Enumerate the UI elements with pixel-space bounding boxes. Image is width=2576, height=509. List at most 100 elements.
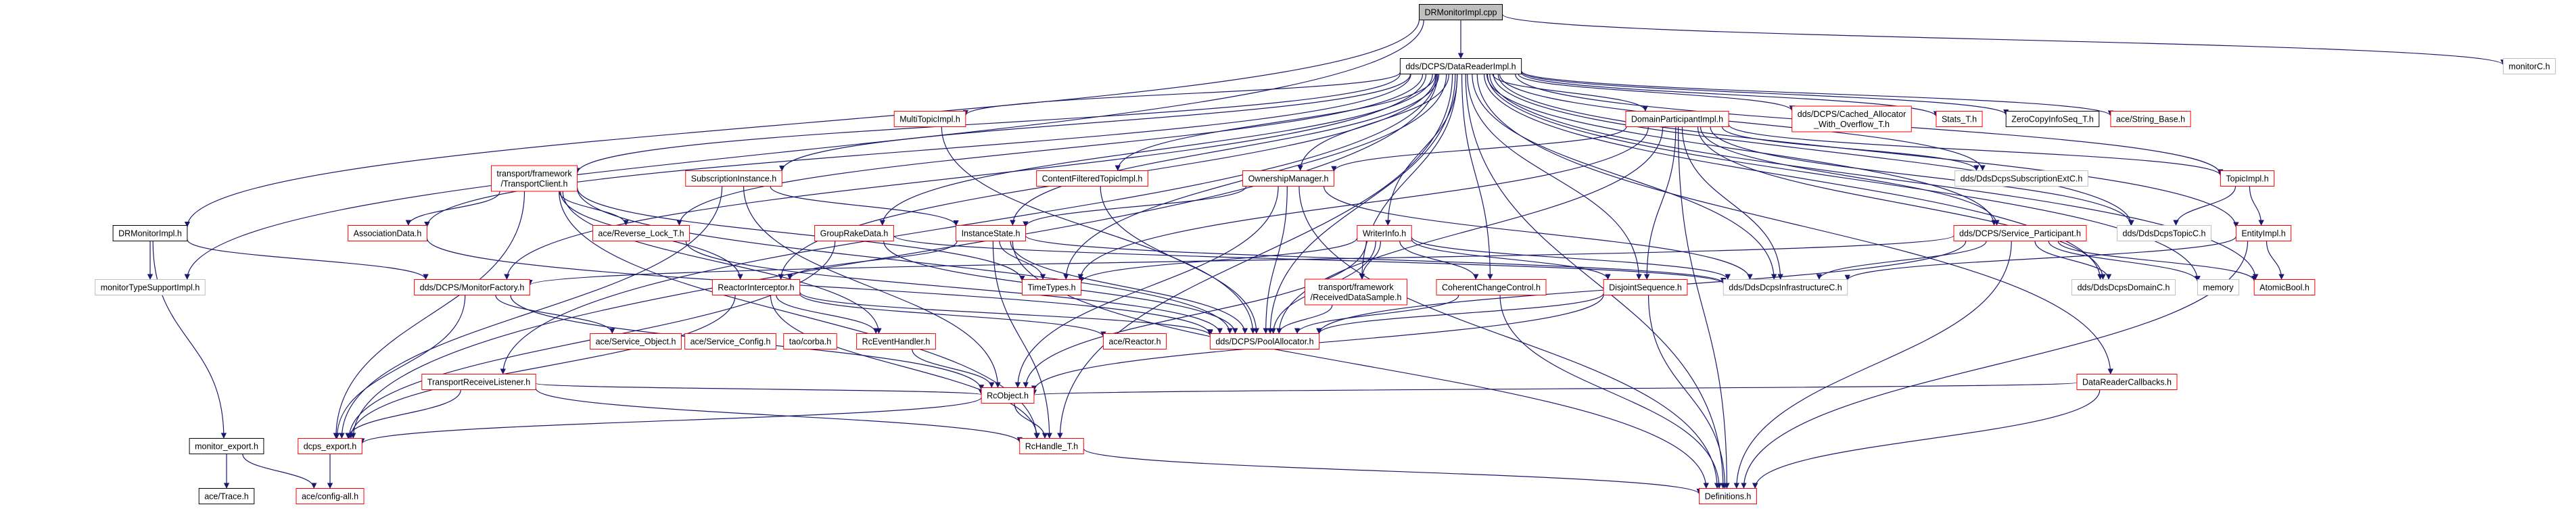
edge-datareader-to-reverse-lock (676, 74, 1424, 226)
edge-instancestate-to-reactorint (787, 241, 958, 280)
node-box (684, 333, 776, 349)
edge-datareader-to-topicC (1493, 74, 2134, 226)
edge-root-to-mon-support (184, 20, 1424, 280)
node-coherent[interactable]: CoherentChangeControl.h (1436, 279, 1547, 295)
node-subscription[interactable]: SubscriptionInstance.h (685, 170, 782, 187)
node-topicC: dds/DdsDcpsTopicC.h (2117, 225, 2211, 241)
node-disjoint[interactable]: DisjointSequence.h (1603, 279, 1688, 295)
node-reverse-lock[interactable]: ace/Reverse_Lock_T.h (592, 225, 690, 241)
edge-reactorint-to-ace-reactor (799, 293, 1106, 337)
node-box (814, 225, 894, 241)
node-reactorint[interactable]: ReactorInterceptor.h (711, 279, 801, 295)
node-box (592, 225, 690, 241)
node-box (2220, 170, 2275, 187)
node-ace-service-cfg[interactable]: ace/Service_Config.h (684, 333, 776, 349)
node-box (348, 225, 427, 241)
edge-service-part-to-domainC (2034, 241, 2112, 280)
node-dcps-export[interactable]: dcps_export.h (298, 438, 362, 454)
edge-rcobject-to-dcps-export (359, 397, 982, 444)
node-domainpart[interactable]: DomainParticipantImpl.h (1625, 111, 1729, 127)
node-multitopic[interactable]: MultiTopicImpl.h (893, 111, 966, 127)
edge-datareader-to-association (424, 74, 1411, 228)
node-service-part[interactable]: dds/DCPS/Service_Participant.h (1953, 225, 2087, 241)
node-cft[interactable]: ContentFilteredTopicImpl.h (1036, 170, 1148, 187)
edge-datareader-to-instancestate (1010, 74, 1440, 226)
node-ace-config[interactable]: ace/config-all.h (296, 488, 365, 504)
node-label: TimeTypes.h (1027, 283, 1075, 293)
edge-reverse-lock-to-poolalloc (685, 241, 1223, 334)
node-association[interactable]: AssociationData.h (348, 225, 427, 241)
node-label: transport/framework (1318, 283, 1394, 292)
node-topicimpl[interactable]: TopicImpl.h (2220, 170, 2275, 187)
node-label: TransportReceiveListener.h (427, 378, 530, 387)
node-box (783, 333, 837, 349)
node-groupreke[interactable]: GroupRakeData.h (814, 225, 894, 241)
node-zerocopy[interactable]: ZeroCopyInfoSeq_T.h (2005, 111, 2100, 127)
node-atomicbool[interactable]: AtomicBool.h (2253, 279, 2316, 295)
node-monitorfactory[interactable]: dds/DCPS/MonitorFactory.h (414, 279, 530, 295)
node-cached-alloc[interactable]: dds/DCPS/Cached_Allocator_With_Overflow_… (1792, 105, 1912, 132)
edge-domainpart-to-infra (1681, 126, 1783, 280)
node-box (2071, 279, 2176, 295)
node-rcobject[interactable]: RcObject.h (981, 387, 1035, 404)
edge-datareader-to-cached-alloc (1518, 74, 1795, 112)
node-box (2005, 111, 2100, 127)
edge-transport-client-to-timetypes (576, 187, 1025, 282)
node-ace-reactor[interactable]: ace/Reactor.h (1102, 333, 1167, 349)
edge-datareader-to-groupreke (879, 74, 1433, 226)
node-label: RcHandle_T.h (1025, 442, 1079, 452)
node-label: tao/corba.h (789, 337, 832, 347)
node-label: AssociationData.h (354, 229, 422, 239)
edge-datareader-to-domainpart (1492, 74, 1648, 112)
node-instancestate[interactable]: InstanceState.h (956, 225, 1026, 241)
edge-transport-recv-to-dcps-export (345, 389, 461, 439)
node-ownership[interactable]: OwnershipManager.h (1242, 170, 1334, 187)
node-label: OwnershipManager.h (1248, 174, 1329, 184)
edge-drmonitorimpl-h-to-monitor-export (152, 241, 227, 439)
node-received-ds[interactable]: transport/framework/ReceivedDataSample.h (1305, 278, 1407, 306)
edge-disjoint-to-definitions (1647, 295, 1728, 489)
node-entityimpl[interactable]: EntityImpl.h (2235, 225, 2292, 241)
node-rceventhandler[interactable]: RcEventHandler.h (856, 333, 936, 349)
edge-datareader-cb-to-rcobject (1032, 382, 2078, 396)
node-tao-corba[interactable]: tao/corba.h (783, 333, 837, 349)
node-datareader-cb[interactable]: DataReaderCallbacks.h (2076, 374, 2178, 390)
node-rchandle[interactable]: RcHandle_T.h (1019, 438, 1084, 454)
node-string-base[interactable]: ace/String_Base.h (2110, 111, 2191, 127)
node-box (298, 438, 362, 454)
node-label: RcObject.h (987, 391, 1029, 401)
node-drmonitorimpl-h[interactable]: DRMonitorImpl.h (112, 225, 188, 241)
node-box (1603, 279, 1688, 295)
node-box (1936, 111, 1983, 127)
edge-disjoint-to-poolalloc (1316, 293, 1604, 334)
node-stats[interactable]: Stats_T.h (1936, 111, 1983, 127)
node-label: ace/Trace.h (204, 492, 249, 502)
node-label: dds/DdsDcpsSubscriptionExtC.h (1961, 174, 2083, 184)
node-box (1419, 4, 1503, 20)
node-timetypes[interactable]: TimeTypes.h (1021, 279, 1082, 295)
node-box (1242, 170, 1334, 187)
node-label: dds/DCPS/DataReaderImpl.h (1405, 62, 1516, 72)
node-box (2253, 279, 2316, 295)
node-monitor-export[interactable]: monitor_export.h (189, 438, 264, 454)
node-box (1699, 488, 1757, 504)
node-ace-trace[interactable]: ace/Trace.h (198, 488, 255, 504)
node-label: ContentFilteredTopicImpl.h (1042, 174, 1143, 184)
node-datareader[interactable]: dds/DCPS/DataReaderImpl.h (1399, 58, 1522, 74)
edge-ownership-to-definitions (1298, 186, 1720, 489)
node-poolalloc[interactable]: dds/DCPS/PoolAllocator.h (1209, 333, 1320, 349)
node-box (1102, 333, 1167, 349)
node-definitions[interactable]: Definitions.h (1699, 488, 1757, 504)
node-label: ReactorInterceptor.h (718, 283, 794, 293)
node-box (95, 279, 206, 295)
node-box (1036, 170, 1148, 187)
node-ace-service-obj[interactable]: ace/Service_Object.h (590, 333, 682, 349)
node-box (711, 279, 801, 295)
edge-instancestate-to-rchandle (992, 241, 1052, 439)
node-label: EntityImpl.h (2241, 229, 2285, 239)
edge-instancestate-to-poolalloc (1010, 241, 1248, 334)
node-label: monitorC.h (2508, 62, 2550, 72)
node-writerinfo[interactable]: WriterInfo.h (1357, 225, 1412, 241)
node-transport-client[interactable]: transport/framework/TransportClient.h (490, 165, 578, 192)
node-transport-recv[interactable]: TransportReceiveListener.h (421, 374, 536, 390)
